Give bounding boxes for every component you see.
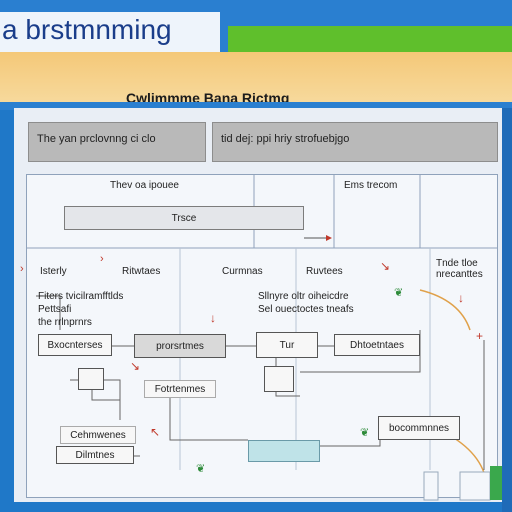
arrow-mark: ›: [100, 253, 104, 265]
leaf-icon: ❦: [196, 463, 205, 475]
connector: [169, 390, 248, 441]
arrow-mark: +: [476, 329, 483, 343]
highlight-node: [248, 440, 320, 462]
header-box-right: tid dej: ppi hriy strofuebjgo: [212, 122, 498, 162]
column-header-5: Tnde tloe nrecanttes: [436, 258, 483, 280]
column-header-3: Curmnas: [222, 266, 263, 277]
process-box: bocommnnes: [378, 416, 460, 440]
process-box: Fotrtenmes: [144, 380, 216, 398]
leaf-icon: ❦: [394, 287, 403, 299]
top-right-label: Ems trecom: [344, 180, 398, 191]
panel-edge: [502, 108, 512, 512]
top-left-label: Thev oa ipouee: [110, 180, 179, 191]
process-box: Dilmtnes: [56, 446, 134, 464]
connector: [300, 330, 421, 373]
header-band: [0, 52, 512, 102]
note-left: Fiters tvicilramfftlds Pettsafi the rrln…: [38, 291, 124, 328]
arrowhead: [326, 235, 332, 241]
banner-accent: [228, 26, 512, 52]
green-marker: [490, 466, 502, 500]
arrow-mark: ›: [20, 263, 24, 275]
bottom-box: [423, 471, 439, 501]
arrow-mark: ↖: [150, 425, 160, 439]
process-box: Bxocnterses: [38, 334, 112, 356]
banner-title-area: [0, 12, 220, 52]
arrow-mark: ↓: [458, 291, 464, 305]
small-node: [264, 366, 294, 392]
note-middle: Sllnyre oltr oiheicdre Sel ouectoctes tn…: [258, 291, 354, 315]
column-header-4: Ruvtees: [306, 266, 343, 277]
process-box: Cehmwenes: [60, 426, 136, 444]
process-box: prorsrtmes: [134, 334, 226, 358]
top-inner-box: Trsce: [64, 206, 304, 230]
divider-strip: [0, 102, 512, 110]
bottom-box: [459, 471, 491, 501]
small-node: [78, 368, 104, 390]
column-header-2: Ritwtaes: [122, 266, 161, 277]
arrow-mark: ↓: [210, 311, 216, 325]
banner-title: a brstmnming: [2, 14, 172, 45]
column-header-1: Isterly: [40, 266, 67, 277]
connector: [419, 289, 471, 331]
connector: [320, 430, 381, 447]
leaf-icon: ❦: [360, 427, 369, 439]
arrow-mark: ↘: [130, 359, 140, 373]
header-box-left: The yan prclovnng ci clo: [28, 122, 206, 162]
arrow-mark: ↘: [380, 259, 390, 273]
connector: [36, 295, 61, 330]
process-box: Dhtoetntaes: [334, 334, 420, 356]
process-box: Tur: [256, 332, 318, 358]
